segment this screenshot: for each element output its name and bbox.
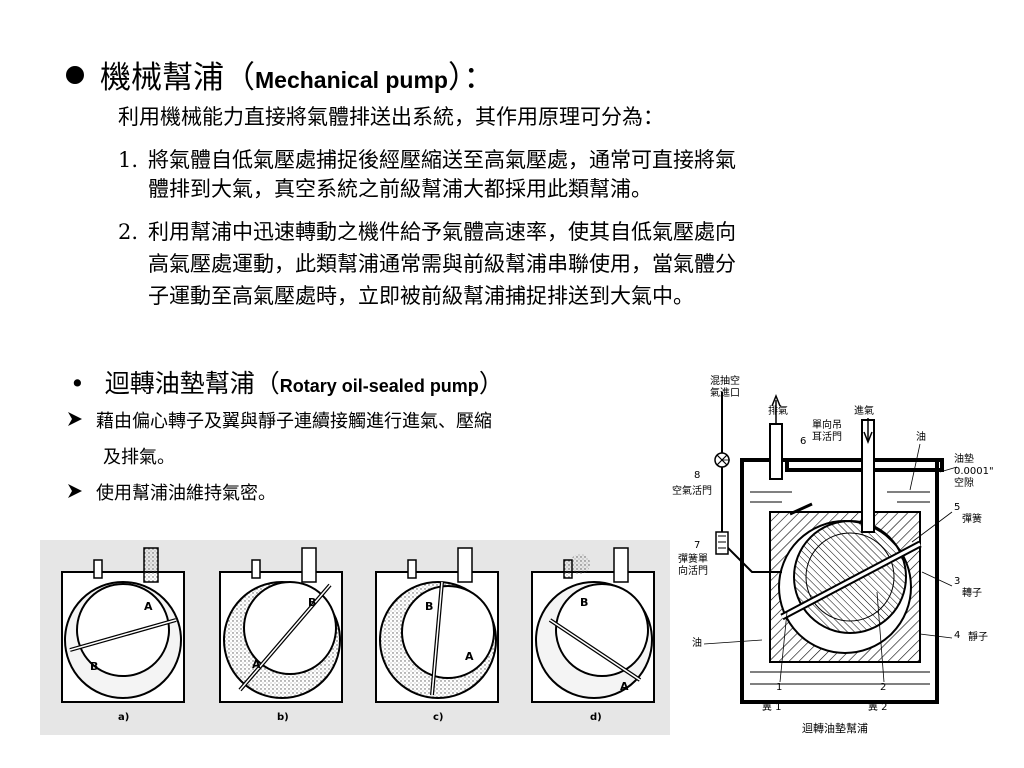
- heading-title-end: ）：: [447, 60, 495, 96]
- label-number-2: 2: [880, 682, 886, 693]
- label-oil-bottom: 油: [692, 636, 702, 649]
- stage-b-label-b: B: [308, 596, 316, 609]
- label-stator: 靜子: [968, 630, 988, 643]
- rotary-title-cn: 迴轉油墊幫浦（: [104, 369, 280, 398]
- label-oil-seal-1: 油墊: [954, 452, 974, 465]
- stage-a-diagram: A B a): [61, 547, 185, 723]
- item-1-line-1: 將氣體自低氣壓處捕捉後經壓縮送至高氣壓處，通常可直接將氣: [148, 148, 736, 172]
- label-check-valve-2: 耳活門: [812, 431, 842, 443]
- intro-text: 利用機械能力直接將氣體排送出系統，其作用原理可分為：: [118, 105, 664, 129]
- label-exhaust: 排氣: [768, 404, 788, 417]
- heading-title-en: Mechanical pump: [255, 67, 448, 93]
- stage-a-label-a: A: [144, 600, 153, 613]
- label-number-5: 5: [954, 502, 960, 513]
- label-intake: 進氣: [854, 404, 874, 417]
- label-spring: 彈簧: [962, 512, 982, 525]
- rotary-pump-diagram: 混抽空 氣進口 排氣 進氣 單向吊 耳活門 6 油 油墊 0.0001" 空隙 …: [672, 372, 1002, 744]
- label-spring-valve-2: 向活門: [678, 564, 708, 577]
- label-check-valve-1: 單向吊: [812, 418, 842, 431]
- stage-b-diagram: B A b): [219, 547, 343, 723]
- label-inlet-port-1: 混抽空: [710, 374, 740, 387]
- label-number-6: 6: [800, 436, 806, 447]
- label-vane-2: 翼 2: [868, 701, 888, 713]
- rotary-heading: • 迴轉油墊幫浦（Rotary oil-sealed pump）: [70, 364, 504, 400]
- stage-b-label-a: A: [252, 658, 261, 671]
- label-oil-top: 油: [916, 430, 926, 443]
- rotary-point-1-line-2: 及排氣。: [103, 447, 175, 468]
- label-number-1: 1: [776, 682, 782, 693]
- stage-a-caption: a): [118, 712, 129, 723]
- label-oil-seal-2: 0.0001": [954, 466, 994, 477]
- item-2-line-2: 高氣壓處運動，此類幫浦通常需與前級幫浦串聯使用，當氣體分: [148, 252, 736, 276]
- stage-a-label-b: B: [90, 660, 98, 673]
- rotary-point-1: 藉由偏心轉子及翼與靜子連續接觸進行進氣、壓縮: [66, 405, 492, 439]
- leader-lines: [703, 443, 958, 683]
- oil-level-lines: [750, 491, 930, 685]
- heading-title-cn: 機械幫浦（: [100, 60, 255, 96]
- rotary-bullet: •: [70, 369, 85, 398]
- stage-c-label-b: B: [425, 600, 433, 613]
- stage-d-diagram: B A d): [531, 547, 655, 723]
- item-1-line-2: 體排到大氣，真空系統之前級幫浦大都採用此類幫浦。: [148, 177, 652, 201]
- item-2-number: 2.: [118, 220, 139, 244]
- label-inlet-port-2: 氣進口: [710, 386, 740, 399]
- arrow-bullet-icon: [66, 477, 96, 511]
- label-number-8: 8: [694, 470, 700, 481]
- pump-stage-diagrams: A B a) B A b) B A c): [40, 540, 670, 735]
- label-oil-seal-3: 空隙: [954, 476, 974, 489]
- label-rotor: 轉子: [962, 586, 982, 599]
- rotary-point-2-line-1: 使用幫浦油維持氣密。: [96, 483, 276, 504]
- main-heading: 機械幫浦（Mechanical pump）：: [66, 52, 494, 97]
- arrow-bullet-icon: [66, 405, 96, 439]
- stage-c-diagram: B A c): [375, 547, 499, 723]
- stage-c-label-a: A: [465, 650, 474, 663]
- rotary-title-end: ）: [478, 369, 504, 398]
- stage-d-label-b: B: [580, 596, 588, 609]
- stage-b-caption: b): [277, 712, 289, 723]
- item-2-line-1: 利用幫浦中迅速轉動之機件給予氣體高速率，使其自低氣壓處向: [148, 220, 736, 244]
- stage-c-caption: c): [433, 712, 444, 723]
- rotary-title-en: Rotary oil-sealed pump: [279, 376, 479, 396]
- label-spring-valve-1: 彈簧單: [678, 552, 708, 565]
- rotary-point-1-line-1: 藉由偏心轉子及翼與靜子連續接觸進行進氣、壓縮: [96, 411, 492, 432]
- filled-circle-bullet-icon: [66, 66, 84, 84]
- rotary-point-2: 使用幫浦油維持氣密。: [66, 477, 276, 511]
- label-air-valve: 空氣活門: [672, 484, 712, 497]
- label-number-7: 7: [694, 540, 700, 551]
- stage-d-label-a: A: [620, 680, 629, 693]
- item-1-number: 1.: [118, 148, 139, 172]
- pump-diagram-caption: 迴轉油墊幫浦: [802, 721, 868, 735]
- label-vane-1: 翼 1: [762, 701, 782, 713]
- stage-d-caption: d): [590, 712, 602, 723]
- item-2-line-3: 子運動至高氣壓處時，立即被前級幫浦捕捉排送到大氣中。: [148, 284, 694, 308]
- label-number-3: 3: [954, 576, 960, 587]
- label-number-4: 4: [954, 630, 960, 641]
